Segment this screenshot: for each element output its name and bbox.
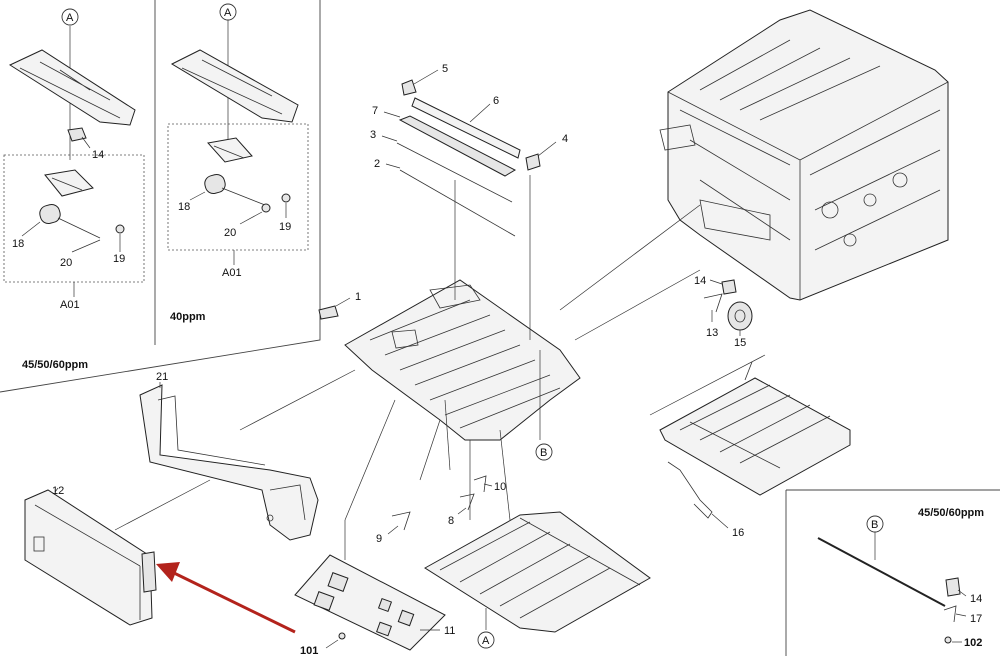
- pickup-parts-13-15: 14 13 15: [694, 275, 753, 349]
- dashed-box-a01-mid: [167, 123, 309, 251]
- paper-path-assembly: 1: [318, 279, 581, 441]
- part-4-label: 4: [562, 133, 568, 145]
- part-6-label: 6: [493, 95, 499, 107]
- part-19-label-left: 19: [113, 253, 125, 265]
- part-14-label-right: 14: [970, 593, 982, 605]
- red-pointer-arrow: [156, 562, 296, 634]
- part-14-label: 14: [92, 149, 104, 161]
- connector-lines: [114, 175, 876, 560]
- 40ppm-caption: 40ppm: [170, 311, 206, 323]
- part-11-label: 11: [444, 625, 455, 637]
- part-14-label-mid: 14: [694, 275, 706, 287]
- part-20-label-mid: 20: [224, 227, 236, 239]
- 45-50-60ppm-caption-left: 45/50/60ppm: [22, 359, 88, 371]
- part-11-circuit-board: 11 101: [294, 554, 455, 657]
- frame-45-50-60-right: [785, 489, 1000, 656]
- A01-label-left: A01: [60, 299, 80, 311]
- ref-B-label-center: B: [540, 447, 547, 459]
- part-5-label: 5: [442, 63, 448, 75]
- part-13-label: 13: [706, 327, 718, 339]
- pickup-assembly-left: A 14 18 20 19 A01: [8, 8, 136, 311]
- 45-50-60ppm-caption-right: 45/50/60ppm: [918, 507, 984, 519]
- part-2-label: 2: [374, 158, 380, 170]
- part-3-label: 3: [370, 129, 376, 141]
- part-12-panel: 12: [24, 485, 157, 626]
- part-21-label: 21: [156, 371, 168, 383]
- part-18-label-left: 18: [12, 238, 24, 250]
- part-12-label: 12: [52, 485, 64, 497]
- part-101-label: 101: [300, 645, 318, 656]
- roller-set: 5 6 7 3 2 4: [370, 63, 568, 237]
- pickup-assembly-40ppm: A 18 20 19 A01 40ppm: [170, 3, 299, 323]
- part-102-label: 102: [964, 637, 982, 649]
- part-21-cover-frame: 21: [139, 371, 319, 541]
- part-1-label: 1: [355, 291, 361, 303]
- small-parts-8-10: 10 8 9: [376, 475, 506, 545]
- part-10-label: 10: [494, 481, 506, 493]
- duplex-tray: 16: [659, 361, 851, 539]
- part-9-label: 9: [376, 533, 382, 545]
- part-19-label-mid: 19: [279, 221, 291, 233]
- bottom-tray: A: [424, 511, 651, 649]
- ref-A-label: A: [66, 12, 74, 24]
- ref-A-label-mid: A: [224, 7, 232, 19]
- part-16-label: 16: [732, 527, 744, 539]
- frame-45-50-60-left: [0, 0, 321, 393]
- part-17-label: 17: [970, 613, 982, 625]
- part-7-label: 7: [372, 105, 378, 117]
- part-15-label: 15: [734, 337, 746, 349]
- part-20-label-left: 20: [60, 257, 72, 269]
- A01-label-mid: A01: [222, 267, 242, 279]
- part-18-label-mid: 18: [178, 201, 190, 213]
- ref-A-label-bottom: A: [482, 635, 490, 647]
- right-inset-45-50-60: 45/50/60ppm B 14 17 102: [817, 507, 984, 649]
- main-frame-assembly: [659, 9, 949, 301]
- part-8-label: 8: [448, 515, 454, 527]
- ref-B-label-right: B: [871, 519, 878, 531]
